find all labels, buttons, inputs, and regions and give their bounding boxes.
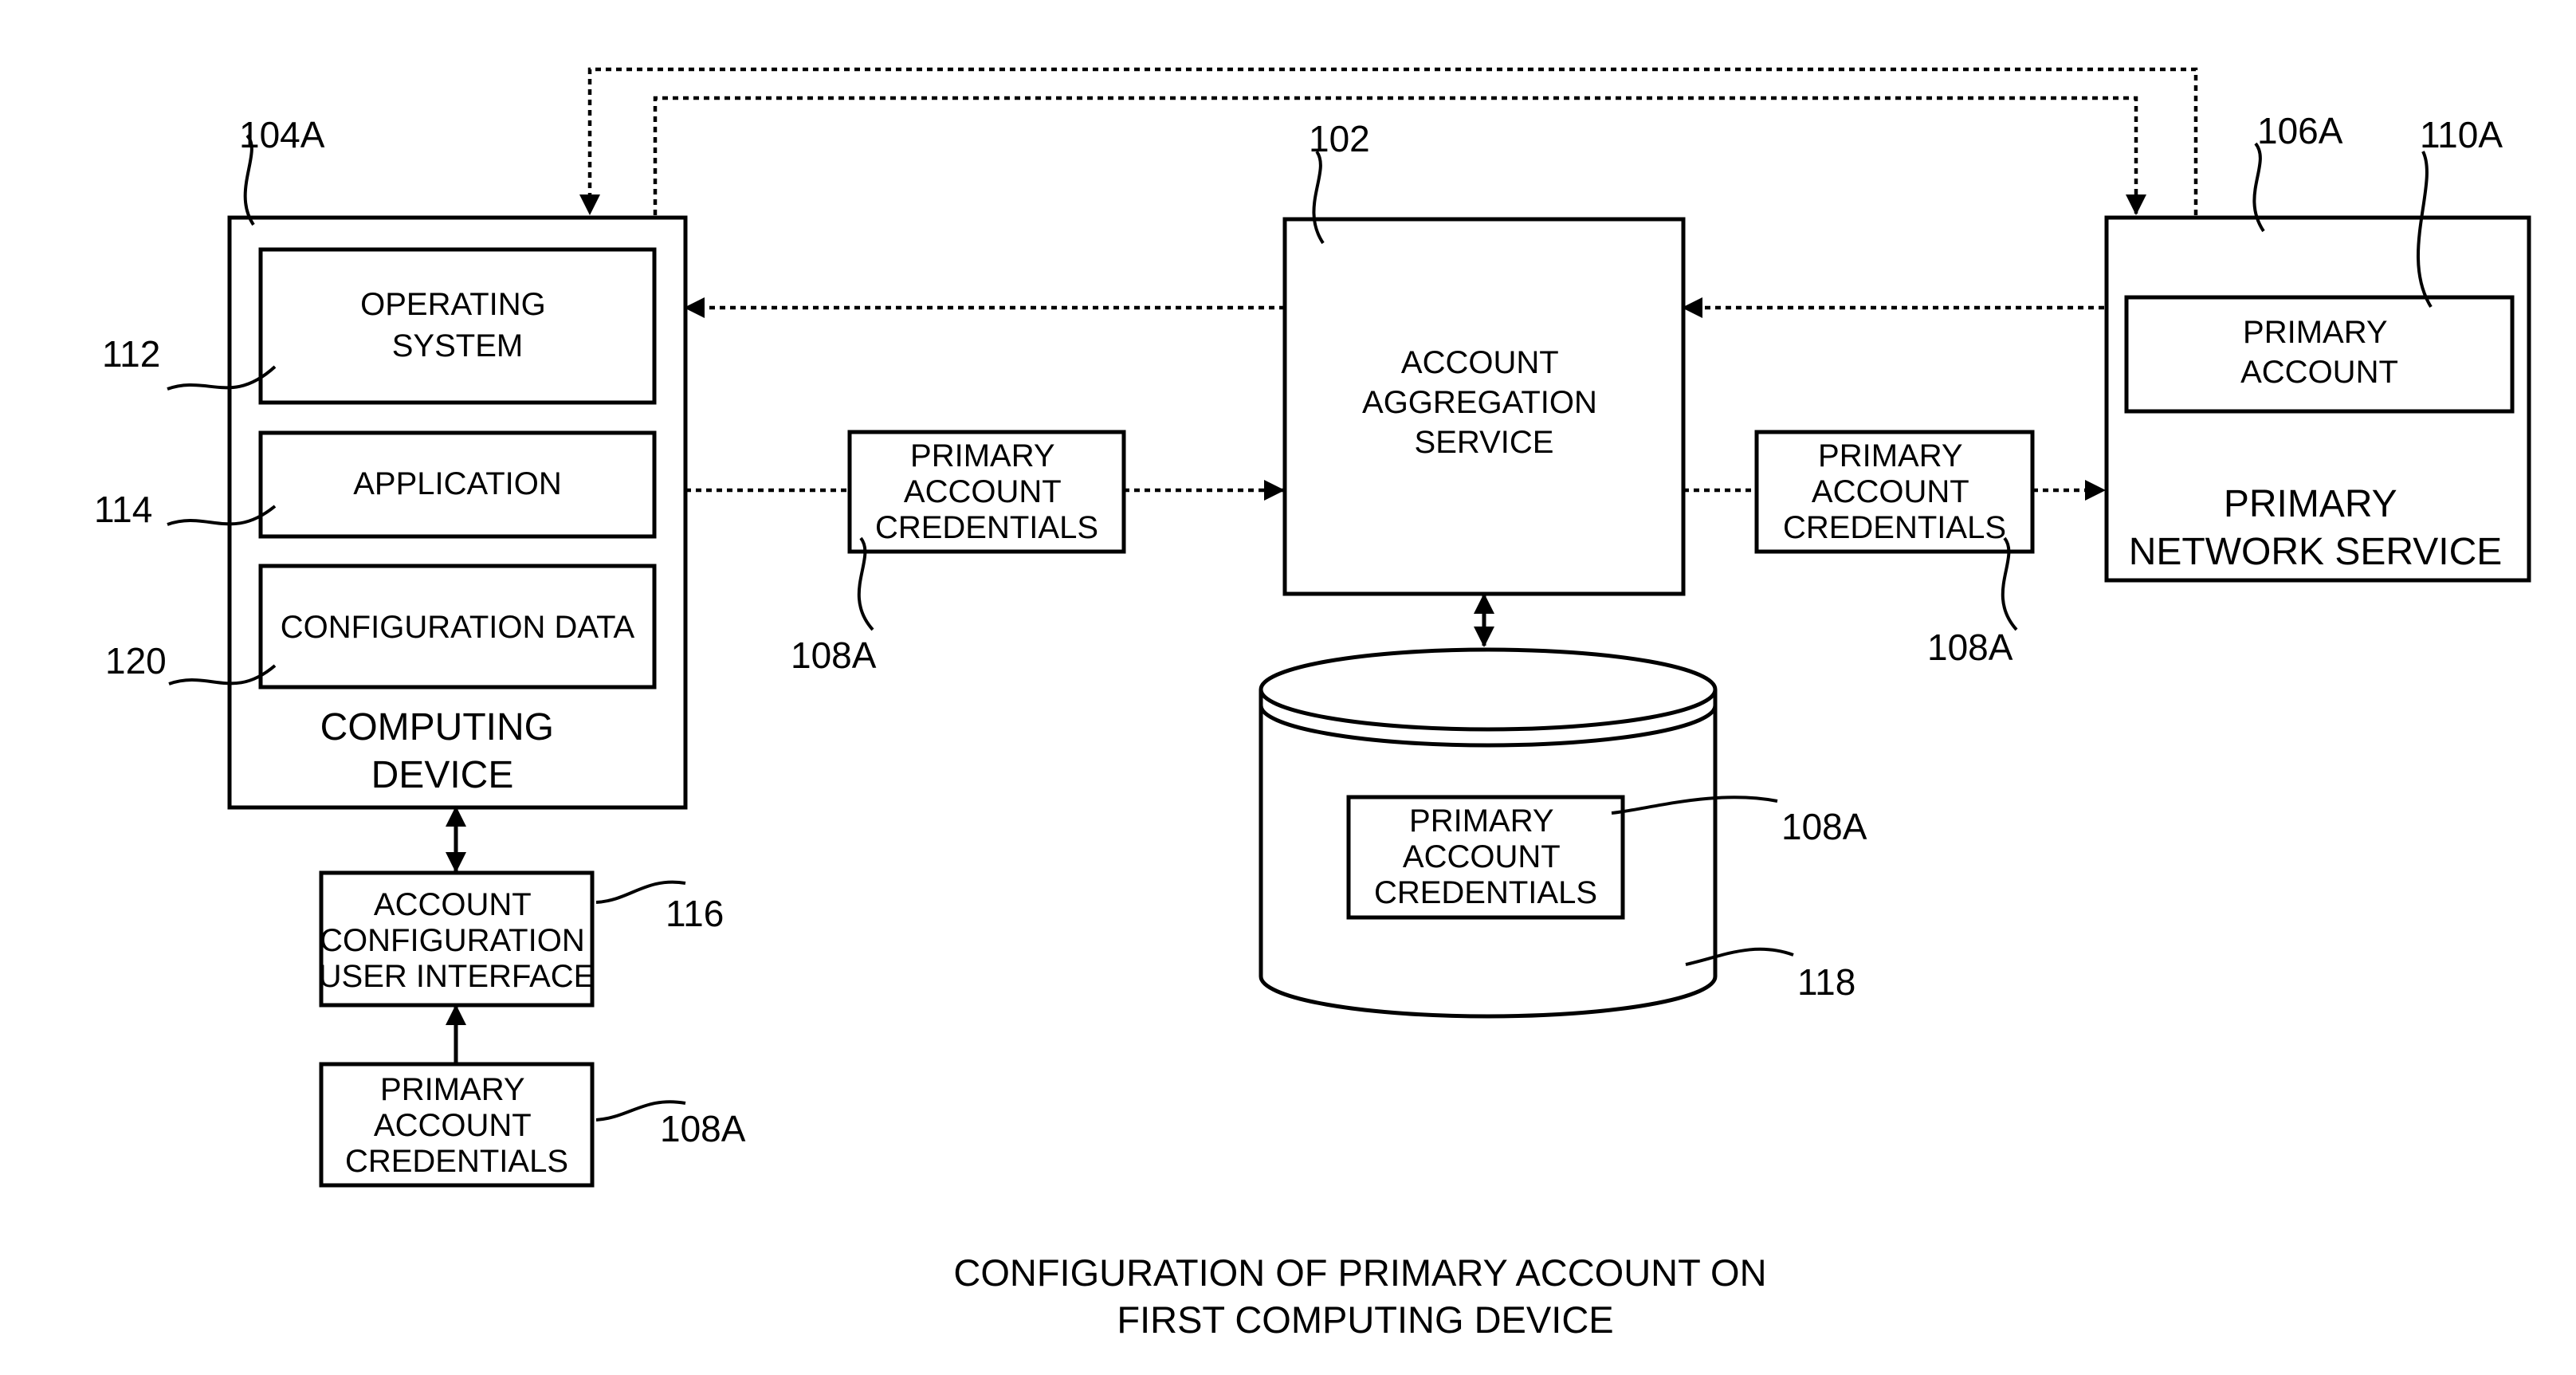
operating-system: OPERATING SYSTEM [261,249,654,403]
primary-network-service: PRIMARY NETWORK SERVICE PRIMARY ACCOUNT [2107,218,2529,580]
ref-112: 112 [102,333,160,375]
sync-path-inner [655,98,2136,215]
application-label: APPLICATION [353,466,562,501]
account-configuration-user-interface: ACCOUNT CONFIGURATION USER INTERFACE [319,873,595,1005]
primary-account: PRIMARY ACCOUNT [2126,297,2512,411]
ref-114: 114 [94,489,152,530]
configuration-data: CONFIGURATION DATA [261,566,654,687]
ref-118: 118 [1797,961,1855,1003]
stored-credentials: PRIMARY ACCOUNT CREDENTIALS [1349,797,1623,917]
credentials-message-left: PRIMARY ACCOUNT CREDENTIALS [850,432,1124,552]
ref-store-108a: 108A [1781,806,1867,847]
data-store-cylinder: PRIMARY ACCOUNT CREDENTIALS [1261,650,1715,1016]
ref-106a: 106A [2257,110,2343,151]
ref-right-108a: 108A [1927,627,2013,668]
ref-120: 120 [105,640,167,682]
ref-104a: 104A [239,114,325,155]
ref-116: 116 [666,893,724,934]
credentials-message-right: PRIMARY ACCOUNT CREDENTIALS [1757,432,2032,552]
input-credentials: PRIMARY ACCOUNT CREDENTIALS [321,1064,592,1185]
ref-left-108a: 108A [791,634,877,676]
ref-102: 102 [1309,118,1370,159]
computing-device: COMPUTING DEVICE OPERATING SYSTEM APPLIC… [230,218,685,807]
figure-caption: CONFIGURATION OF PRIMARY ACCOUNT ON FIRS… [953,1251,1777,1341]
configuration-data-label: CONFIGURATION DATA [281,610,635,645]
application: APPLICATION [261,433,654,536]
account-aggregation-service: ACCOUNT AGGREGATION SERVICE [1285,219,1683,594]
sync-path-outer [590,69,2196,215]
ref-input-108a: 108A [660,1108,746,1149]
ref-110a: 110A [2420,114,2503,155]
